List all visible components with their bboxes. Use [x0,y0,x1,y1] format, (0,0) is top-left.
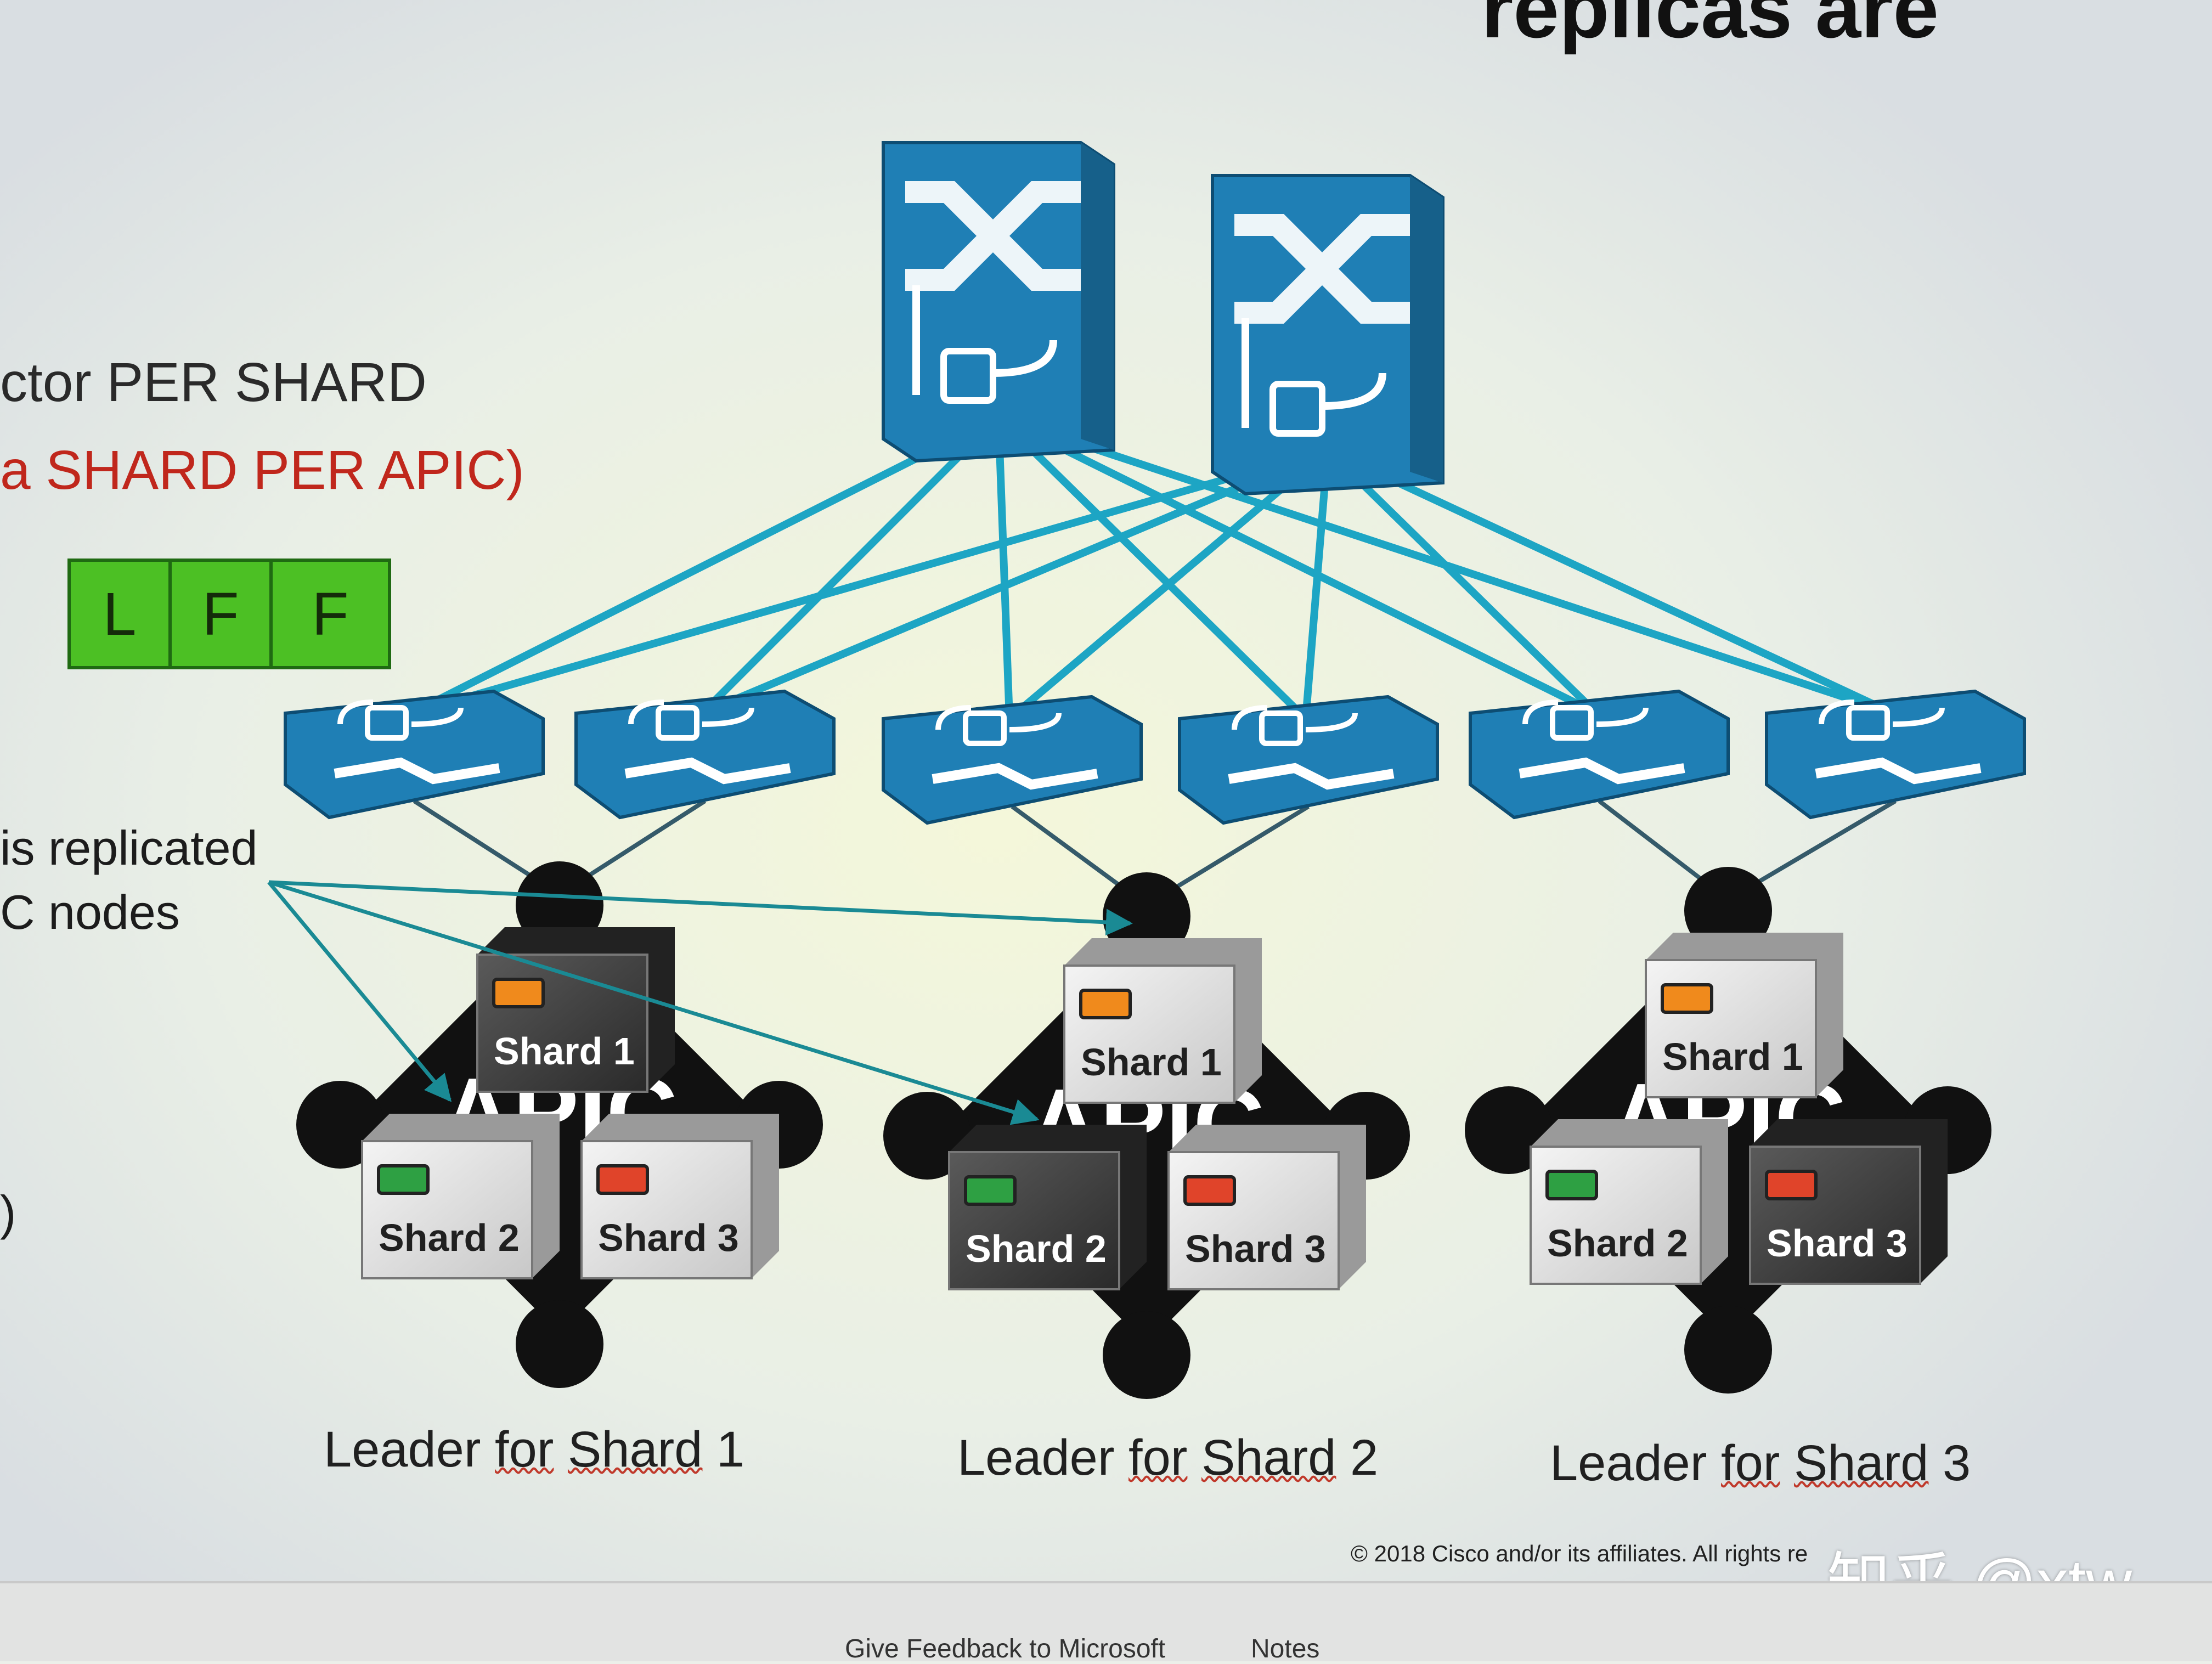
shard-label: Shard 3 [1767,1222,1908,1265]
fabric-link-2-1 [410,446,1329,717]
shard-box: Shard 1 [1063,938,1262,1104]
shard-box: Shard 1 [1645,933,1843,1098]
shard-label: Shard 2 [379,1216,520,1259]
shard-label: Shard 1 [1662,1035,1803,1078]
shard-led [1765,1170,1818,1200]
shard-led [964,1175,1017,1206]
shard-box: Shard 3 [580,1114,779,1279]
shard-label: Shard 1 [1081,1041,1222,1084]
role-box-leader: L [71,562,172,666]
apic-node-circle [1103,1311,1190,1399]
shard-box: Shard 2 [948,1125,1147,1290]
fabric-link-2-4 [1302,449,1331,719]
leaf-switch-icon [574,689,836,820]
shard-led [596,1164,649,1195]
shard-label: Shard 3 [598,1216,739,1259]
leaf-switch-icon [1178,695,1439,825]
fabric-link-2-3 [1007,447,1330,722]
shard-label: Shard 1 [494,1030,635,1073]
apic-node-circle [516,1300,603,1388]
apic-node-circle [1684,1306,1772,1394]
role-box-follower-2: F [273,562,388,666]
shard-label: Shard 3 [1185,1227,1326,1270]
left-text-line-3: is replicated [0,821,258,875]
shard-box: Shard 2 [361,1114,560,1279]
fabric-link-1-4 [996,414,1308,721]
caption-leader-shard-1: Leader for Shard 1 [324,1422,745,1477]
slide-title-fragment: replicas are [1481,0,1939,55]
caption-leader-shard-3: Leader for Shard 3 [1550,1435,1971,1491]
left-text-line-4: C nodes [0,885,180,939]
shard-led [1545,1170,1598,1200]
shard-led [1079,989,1132,1019]
shard-box: Shard 1 [476,927,675,1093]
replication-arrow-2 [268,880,1133,936]
shard-led [1183,1175,1236,1206]
left-text-line-1: ctor PER SHARD [0,352,427,413]
shard-label: Shard 2 [1547,1222,1688,1265]
fabric-link-2-2 [701,446,1329,717]
fabric-link-2-5 [1325,447,1599,717]
leaf-switch-icon [284,689,545,820]
give-feedback-link[interactable]: Give Feedback to Microsoft [845,1634,1166,1663]
notes-button[interactable]: Notes [1251,1634,1320,1663]
leaf-switch-icon [1469,689,1730,820]
fabric-link-1-1 [409,413,1001,717]
left-text-line-5: ) [0,1186,16,1240]
replication-arrow-1 [267,881,452,1102]
fabric-links [409,413,1894,722]
fabric-link-2-6 [1326,446,1894,717]
leaf-switches [284,689,2026,825]
spine-switch-icon [1211,174,1444,496]
fabric-link-1-5 [996,413,1599,717]
spine-switches [882,141,1444,496]
shard-box: Shard 2 [1530,1119,1728,1285]
fabric-link-1-2 [699,414,1001,716]
role-box-follower-1: F [172,562,273,666]
shard-label: Shard 2 [966,1227,1107,1270]
replication-arrow-3 [268,880,1040,1125]
shard-led [1661,983,1713,1014]
status-bar: Give Feedback to Microsoft Notes [0,1581,2212,1663]
leaf-switch-icon [1765,689,2026,820]
spine-switch-icon [882,141,1115,463]
replication-arrows [267,880,1133,1125]
leader-follower-boxes: L F F [67,559,391,669]
shard-led [492,978,545,1008]
fabric-link-1-3 [995,416,1013,719]
leaf-switch-icon [882,695,1143,825]
shard-led [377,1164,430,1195]
shard-box: Shard 3 [1167,1125,1366,1290]
copyright-notice: © 2018 Cisco and/or its affiliates. All … [1351,1541,1808,1566]
left-text-line-2: a SHARD PER APIC) [0,439,524,501]
shard-box: Shard 3 [1749,1119,1948,1285]
caption-leader-shard-2: Leader for Shard 2 [957,1430,1379,1486]
